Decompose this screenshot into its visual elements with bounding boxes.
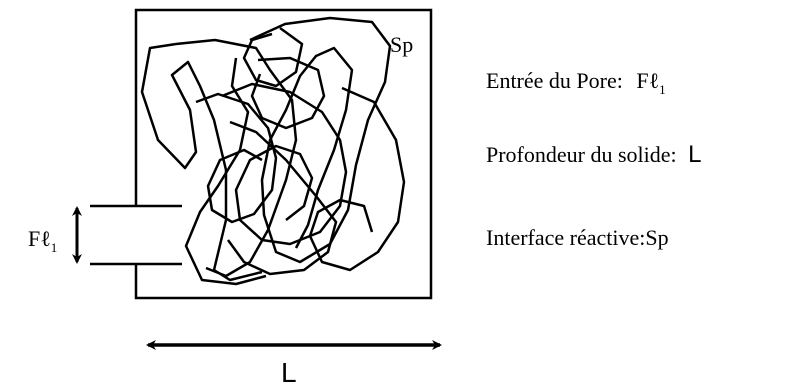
legend-entry-symbol: Fℓ — [636, 68, 659, 93]
pore-network-loop-2 — [175, 38, 298, 278]
legend-depth-symbol: L — [688, 141, 701, 168]
pore-network-loop-3 — [249, 16, 392, 264]
pore-network — [140, 16, 406, 286]
pore-entrance — [90, 204, 182, 266]
legend-depth: Profondeur du solide: L — [486, 141, 702, 168]
pore-width-label: Fℓ1 — [28, 226, 57, 255]
legend-entry: Entrée du Pore: Fℓ1 — [486, 68, 666, 97]
solid-box — [134, 8, 433, 300]
surface-label: Sp — [390, 32, 413, 57]
pore-network-loop-7 — [195, 92, 278, 224]
legend-entry-subscript: 1 — [659, 82, 666, 97]
pore-network-loop-6 — [308, 86, 406, 272]
pore-network-loop-1 — [140, 42, 263, 282]
legend-interface: Interface réactive:Sp — [486, 225, 669, 250]
legend-entry-label: Entrée du Pore: — [486, 68, 623, 93]
depth-label: L — [281, 357, 297, 385]
legend-depth-label: Profondeur du solide: — [486, 142, 677, 167]
legend: Entrée du Pore: Fℓ1 Profondeur du solide… — [486, 68, 702, 250]
solid-box-outline — [134, 8, 433, 300]
pore-network-loop-10 — [242, 26, 304, 88]
pore-network-loop-9 — [226, 120, 338, 276]
